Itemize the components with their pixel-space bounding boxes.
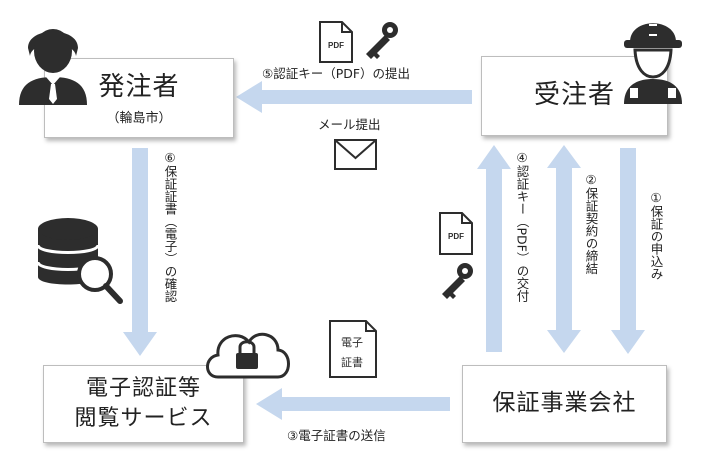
service-box: 電子認証等 閲覧サービス xyxy=(43,365,244,443)
certificate-line1: 電子 xyxy=(341,336,363,349)
arrow-step3 xyxy=(256,388,450,420)
contractor-name: 受注者 xyxy=(533,80,615,111)
guarantor-name: 保証事業会社 xyxy=(492,390,637,417)
pdf-document-icon-top: PDF xyxy=(319,21,353,63)
label-step3: ③電子証書の送信 xyxy=(287,428,386,443)
arrow-step2 xyxy=(547,145,581,353)
label-step6: ⑥保証証書（電子）の確認 xyxy=(162,150,178,303)
businessman-icon xyxy=(19,29,87,105)
guarantor-box: 保証事業会社 xyxy=(462,365,667,443)
envelope-icon xyxy=(334,139,377,170)
key-icon-top xyxy=(366,22,398,59)
arrow-step5 xyxy=(236,81,472,113)
pdf-label-top: PDF xyxy=(328,41,344,50)
client-sub: （輪島市） xyxy=(106,111,172,127)
service-line1: 電子認証等 xyxy=(85,376,201,402)
label-step5: ⑤認証キー（PDF）の提出 xyxy=(262,66,411,81)
pdf-label-middle: PDF xyxy=(448,232,464,241)
label-step4: ④認証キー（PDF）の交付 xyxy=(514,150,530,302)
service-line2: 閲覧サービス xyxy=(74,406,213,431)
pdf-document-icon-middle: PDF xyxy=(439,212,473,255)
key-icon-middle xyxy=(442,263,473,299)
certificate-line2: 証書 xyxy=(341,355,363,369)
cloud-lock-icon xyxy=(206,332,290,379)
construction-worker-icon xyxy=(624,23,682,104)
arrow-step1 xyxy=(611,148,645,354)
certificate-document-icon: 電子 証書 xyxy=(329,320,377,378)
label-step2: ②保証契約の締結 xyxy=(583,172,599,275)
client-name: 発注者 xyxy=(98,71,180,102)
label-step1: ①保証の申込み xyxy=(648,190,664,280)
arrow-step6 xyxy=(123,148,157,356)
label-mail: メール提出 xyxy=(318,117,381,132)
database-search-icon xyxy=(36,218,123,304)
arrow-step4 xyxy=(477,145,511,352)
